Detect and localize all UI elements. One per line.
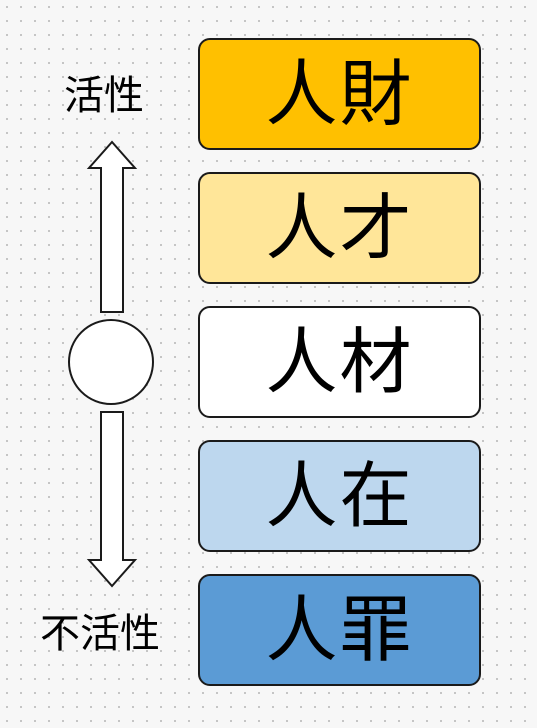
- label-active: 活性: [64, 73, 144, 119]
- up-arrow: [86, 140, 138, 313]
- center-circle: [68, 319, 154, 405]
- down-arrow: [86, 411, 138, 588]
- level-box-jinzai-treasure: 人財: [198, 38, 481, 150]
- label-inactive: 不活性: [40, 611, 160, 657]
- level-box-jinzai-talent: 人才: [198, 172, 481, 284]
- level-box-jinzai-presence: 人在: [198, 440, 481, 552]
- level-box-jinzai-liability: 人罪: [198, 574, 481, 686]
- level-box-jinzai-material: 人材: [198, 306, 481, 418]
